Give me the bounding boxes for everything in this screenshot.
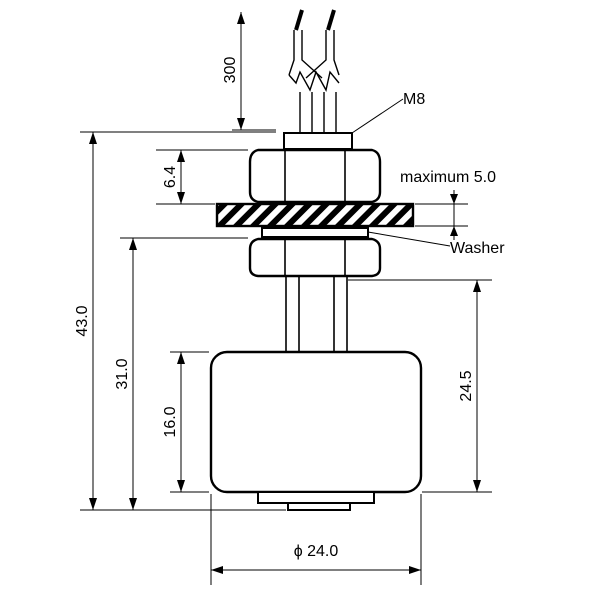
dim-nut-height: 6.4: [162, 166, 179, 188]
label-maximum-thickness: maximum 5.0: [400, 169, 496, 186]
dim-stem-height: 24.5: [458, 370, 475, 401]
dim-float-height: 16.0: [162, 406, 179, 437]
dim-cable-length: 300: [222, 57, 239, 84]
washer-and-nut: [248, 227, 382, 278]
dimension-lines: [89, 12, 481, 574]
float-body: [209, 350, 423, 494]
stem: [285, 276, 348, 352]
cable-wires: [288, 9, 340, 135]
leader-lines: [351, 98, 451, 247]
m8-fitting: [283, 132, 353, 150]
dim-float-diameter: ϕ 24.0: [294, 543, 339, 560]
extension-lines: [80, 129, 492, 585]
dim-mount-height: 31.0: [114, 358, 131, 389]
label-m8-thread: M8: [403, 91, 425, 108]
label-washer: Washer: [450, 240, 505, 257]
top-hex-nut: [248, 148, 382, 204]
bottom-retainer: [257, 491, 375, 511]
dim-overall-height: 43.0: [74, 305, 91, 336]
mounting-plate: [215, 202, 415, 228]
